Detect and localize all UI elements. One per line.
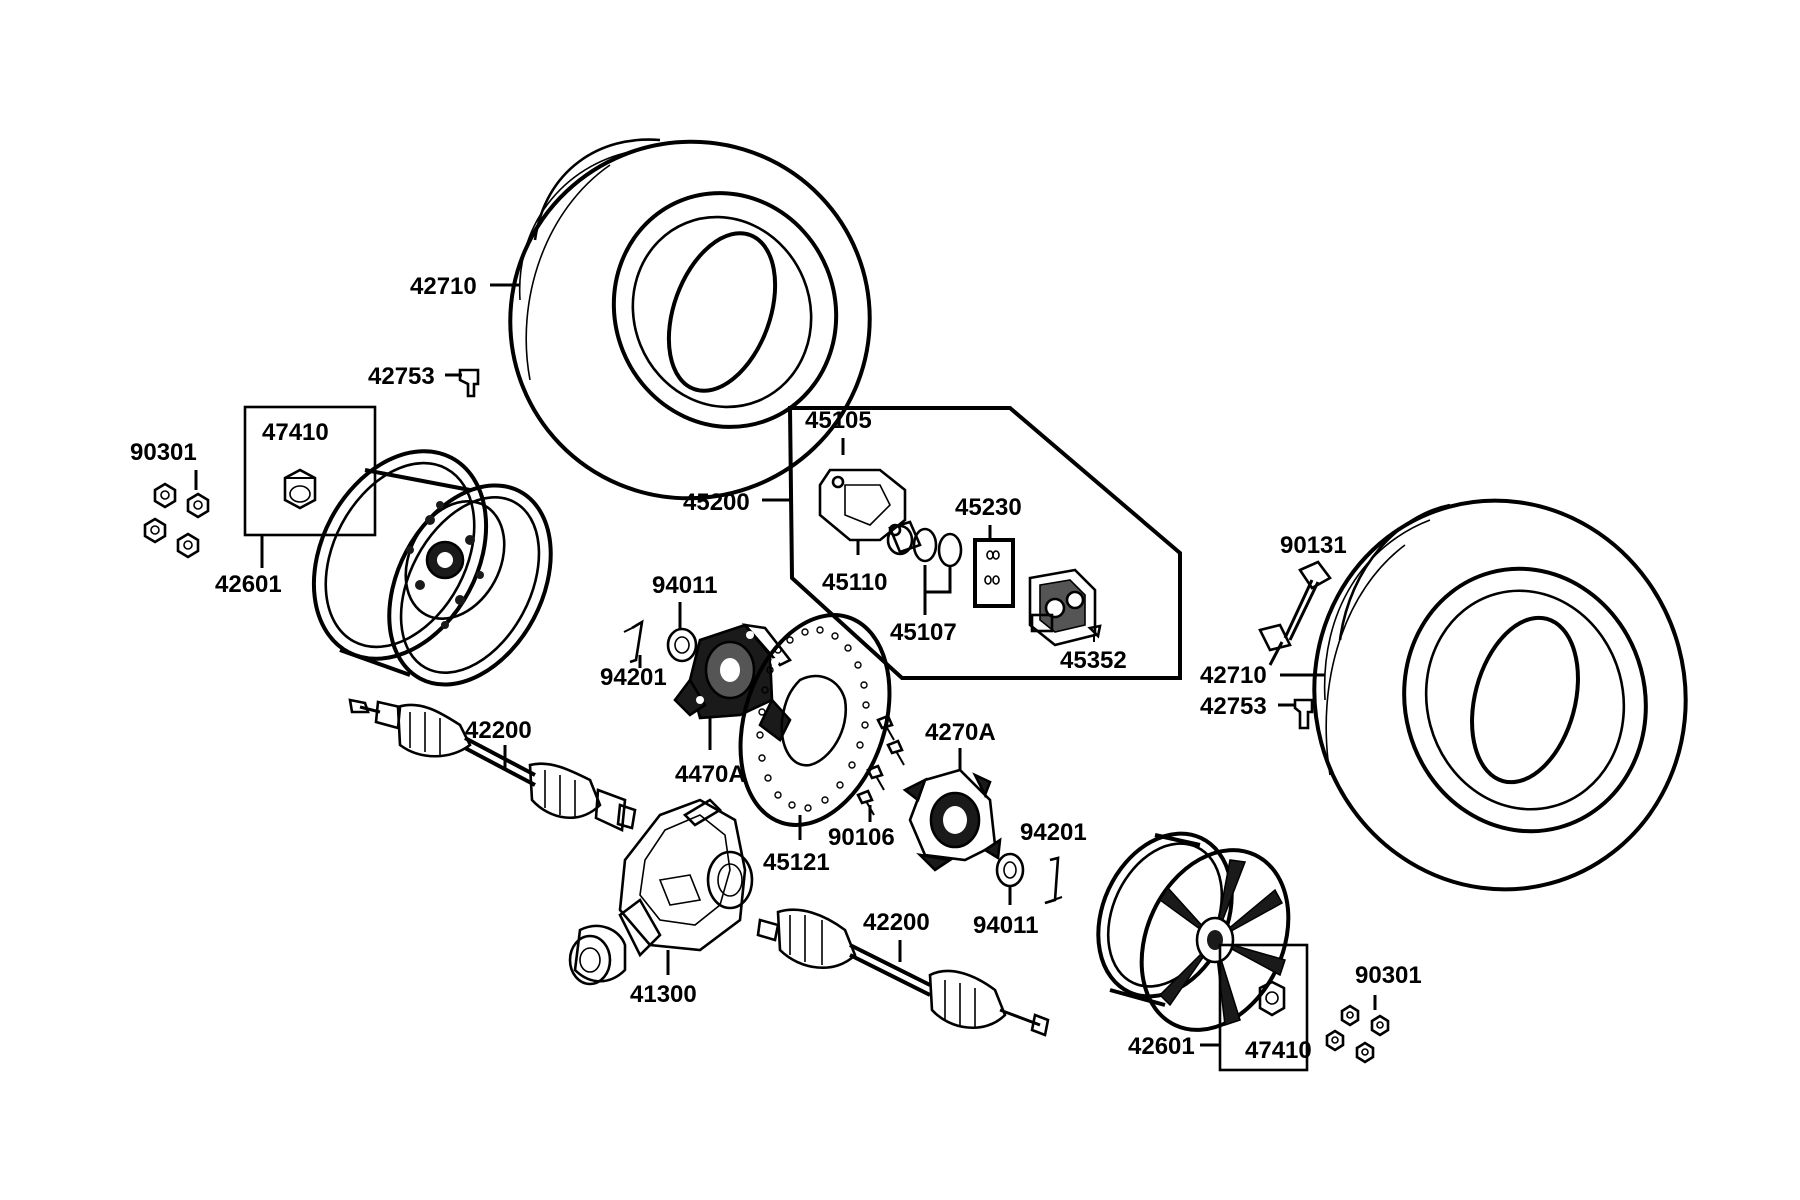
piston-seals-icon — [886, 520, 963, 568]
hub-left-icon — [673, 623, 793, 742]
label-42753-right: 42753 — [1200, 693, 1267, 720]
valve-stem-upper-icon — [458, 368, 480, 398]
cotter-pin-upper-icon — [623, 619, 644, 664]
rim-left-icon — [311, 449, 553, 687]
pad-pins-icon — [984, 550, 1000, 585]
hub-right-icon — [902, 768, 1002, 872]
label-42601-left: 42601 — [215, 571, 282, 598]
drive-axle-lower-icon — [756, 908, 1050, 1037]
lug-nut-icon — [283, 468, 317, 510]
label-4270A: 4270A — [925, 719, 996, 746]
label-47410-upper: 47410 — [262, 419, 329, 446]
label-42710-right: 42710 — [1200, 662, 1267, 689]
tire-upper-icon — [508, 138, 872, 501]
lug-nut-lower-icon — [1258, 980, 1286, 1017]
caliper-kit-box — [787, 406, 1182, 680]
label-94201-lower: 94201 — [1020, 819, 1087, 846]
lug-nuts-right-icon — [1325, 1004, 1390, 1064]
label-45200: 45200 — [683, 489, 750, 516]
leader-line — [923, 565, 952, 615]
brake-caliper-icon — [1028, 568, 1097, 647]
label-45352: 45352 — [1060, 647, 1127, 674]
label-42200-upper: 42200 — [465, 717, 532, 744]
disc-bolts-icon — [856, 714, 905, 816]
label-90301-left: 90301 — [130, 439, 197, 466]
axle-nut-lower-icon — [995, 852, 1025, 888]
drive-axle-upper-icon — [348, 698, 637, 832]
label-90106: 90106 — [828, 824, 895, 851]
cotter-pin-lower-icon — [1044, 856, 1063, 905]
label-45105: 45105 — [805, 407, 872, 434]
differential-icon — [568, 798, 754, 986]
brake-disc-icon — [738, 613, 892, 827]
label-94011-upper: 94011 — [652, 572, 717, 599]
label-42710-upper: 42710 — [410, 273, 477, 300]
bolt-icon — [1258, 560, 1332, 666]
label-42200-lower: 42200 — [863, 909, 930, 936]
label-45107: 45107 — [890, 619, 957, 646]
axle-nut-upper-icon — [666, 627, 698, 663]
label-45110: 45110 — [822, 569, 887, 596]
label-90131: 90131 — [1280, 532, 1347, 559]
bleed-screw-icon — [1087, 624, 1102, 642]
label-42753-upper: 42753 — [368, 363, 435, 390]
nut-box-lower — [1218, 943, 1309, 1072]
label-45230: 45230 — [955, 494, 1022, 521]
pad-kit-box — [973, 538, 1015, 608]
valve-stem-right-icon — [1293, 698, 1314, 730]
label-41300: 41300 — [630, 981, 697, 1008]
tire-right-icon — [1312, 498, 1688, 892]
rim-right-icon — [1096, 831, 1291, 1032]
label-42601-right: 42601 — [1128, 1033, 1195, 1060]
label-94011-lower: 94011 — [973, 912, 1038, 939]
label-94201-upper: 94201 — [600, 664, 667, 691]
label-47410-lower: 47410 — [1245, 1037, 1312, 1064]
lug-nuts-left-icon — [143, 482, 210, 559]
label-90301-right: 90301 — [1355, 962, 1422, 989]
label-4470A: 4470A — [675, 761, 746, 788]
label-45121: 45121 — [763, 849, 830, 876]
